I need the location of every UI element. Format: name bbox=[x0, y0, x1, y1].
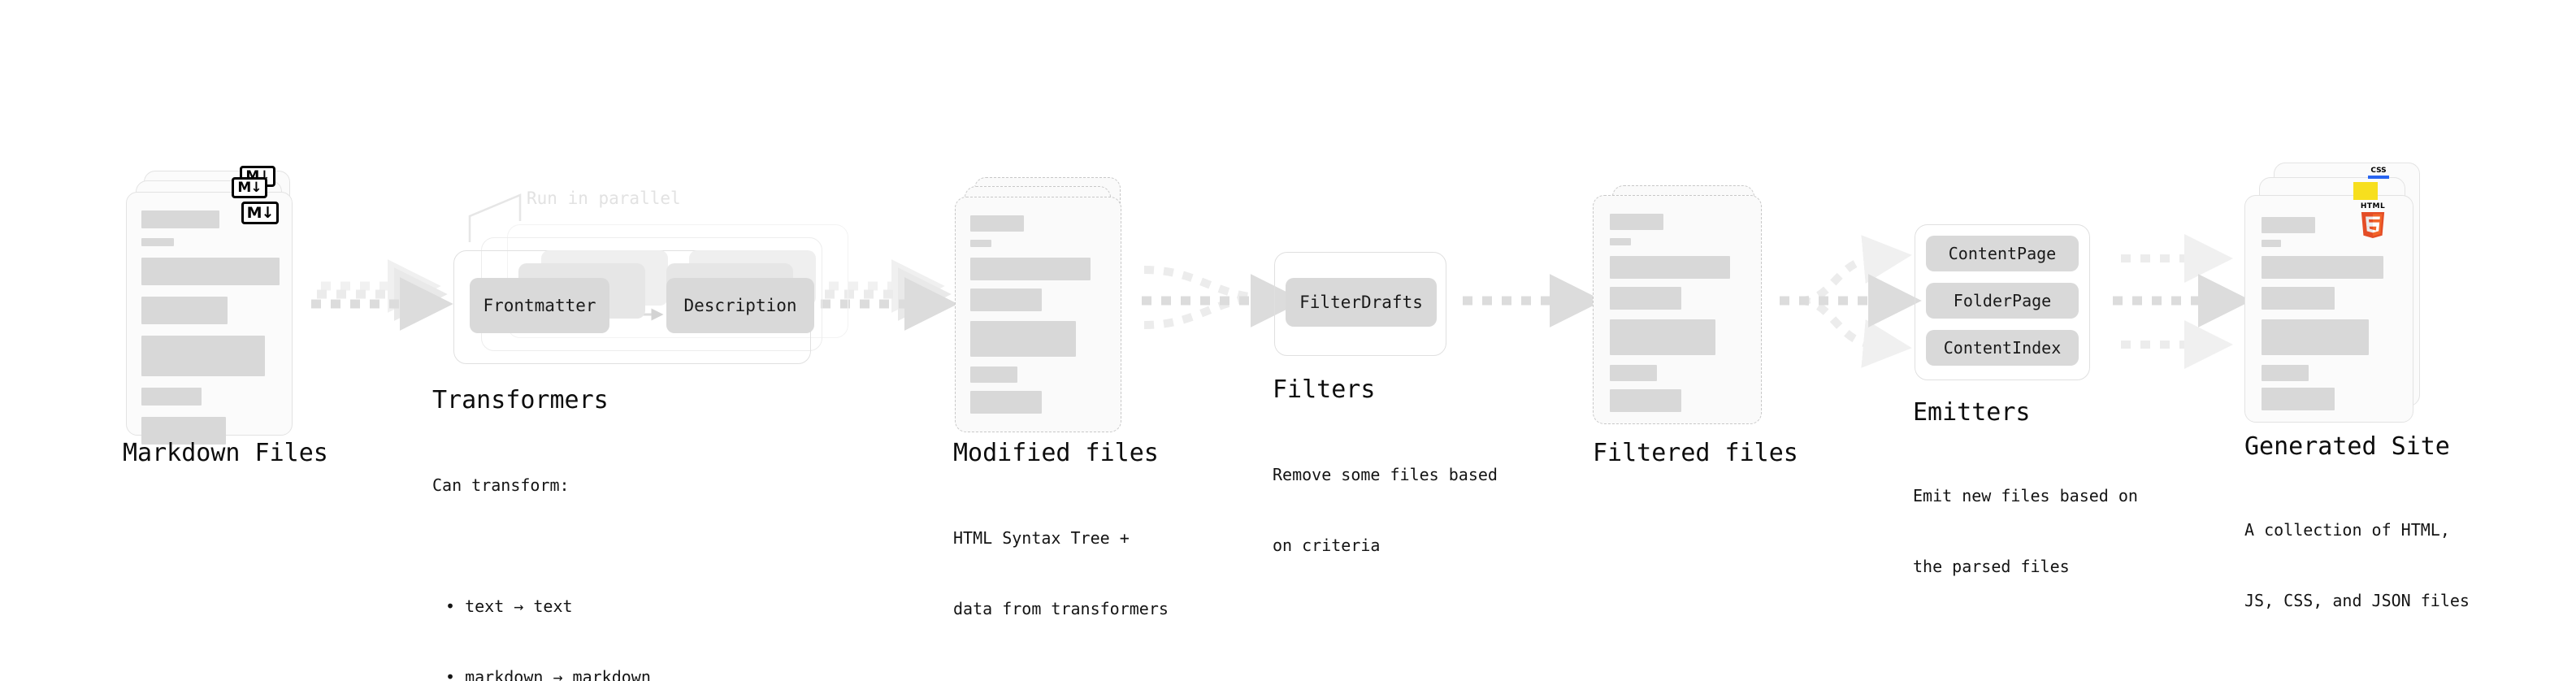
chip-label: Frontmatter bbox=[483, 296, 596, 315]
stage-modified-files: Modified files HTML Syntax Tree + data f… bbox=[953, 177, 1169, 618]
stage-title-modified-files: Modified files bbox=[953, 439, 1159, 467]
stage-title-generated-site: Generated Site bbox=[2244, 432, 2450, 461]
description-line: Remove some files based bbox=[1273, 465, 1498, 484]
skeleton-bar bbox=[970, 321, 1076, 357]
description-line: on criteria bbox=[1273, 536, 1381, 555]
markdown-icon: M↓ bbox=[241, 202, 279, 224]
modified-files-description: HTML Syntax Tree + data from transformer… bbox=[953, 479, 1169, 668]
skeleton-bar bbox=[1610, 319, 1715, 355]
filtered-card-front bbox=[1593, 195, 1762, 424]
skeleton-bar bbox=[141, 238, 174, 246]
markdown-icon-label: M↓ bbox=[246, 203, 275, 222]
skeleton-bar bbox=[2262, 256, 2383, 279]
description-line: HTML Syntax Tree + bbox=[953, 528, 1130, 548]
transformers-description-lead: Can transform: bbox=[432, 475, 570, 495]
emitter-chip-contentindex[interactable]: ContentIndex bbox=[1926, 330, 2079, 366]
skeleton-bar bbox=[1610, 287, 1681, 310]
description-line: the parsed files bbox=[1913, 557, 2070, 576]
skeleton-bar bbox=[2262, 388, 2335, 410]
filtered-card-stack bbox=[1593, 185, 1767, 445]
skeleton-bar bbox=[1610, 365, 1657, 381]
markdown-icon-middle: M↓ bbox=[232, 177, 267, 198]
run-in-parallel-label: Run in parallel bbox=[527, 189, 681, 208]
skeleton-bar bbox=[970, 391, 1042, 414]
skeleton-bar bbox=[970, 288, 1042, 311]
filters-description: Remove some files based on criteria bbox=[1273, 416, 1498, 605]
emitter-chip-folderpage[interactable]: FolderPage bbox=[1926, 283, 2079, 319]
modified-card-front bbox=[955, 197, 1121, 432]
arrow-emitters-to-site bbox=[2113, 234, 2252, 369]
arrow-markdown-to-transformers bbox=[311, 259, 453, 331]
stage-title-filtered-files: Filtered files bbox=[1593, 439, 1798, 467]
generated-card-stack: CSS HTML bbox=[2244, 163, 2431, 423]
css3-icon-label: CSS bbox=[2370, 167, 2387, 175]
list-item: • text → text bbox=[445, 596, 573, 616]
generated-card-front bbox=[2244, 195, 2413, 423]
emitter-chip-contentpage[interactable]: ContentPage bbox=[1926, 236, 2079, 271]
skeleton-bar bbox=[141, 336, 265, 376]
skeleton-bar bbox=[970, 240, 991, 247]
skeleton-bar bbox=[2262, 240, 2281, 247]
stage-filtered-files: Filtered files bbox=[1593, 185, 1798, 467]
css3-icon: CSS bbox=[2368, 167, 2389, 179]
stage-title-emitters: Emitters bbox=[1913, 398, 2031, 427]
skeleton-bar bbox=[1610, 256, 1730, 279]
html5-icon: HTML bbox=[2360, 203, 2386, 240]
filters-group-box bbox=[1274, 252, 1446, 356]
markdown-card-stack: M↓ M↓ M↓ bbox=[126, 166, 301, 445]
stage-generated-site: CSS HTML Generated Site A collecti bbox=[2244, 163, 2470, 610]
skeleton-bar bbox=[970, 215, 1024, 232]
description-line: JS, CSS, and JSON files bbox=[2244, 591, 2470, 610]
transformers-bullet-list: • text → text • markdown → markdown • ht… bbox=[445, 548, 651, 681]
stage-title-transformers: Transformers bbox=[432, 386, 609, 414]
html5-icon-wordmark: HTML bbox=[2360, 202, 2386, 210]
js-icon bbox=[2353, 182, 2378, 200]
generated-site-description: A collection of HTML, JS, CSS, and JSON … bbox=[2244, 471, 2470, 660]
filter-chip-filterdrafts[interactable]: FilterDrafts bbox=[1286, 278, 1437, 327]
transformer-chip-description[interactable]: Description bbox=[666, 278, 814, 333]
chip-label: Description bbox=[683, 296, 797, 315]
skeleton-bar bbox=[2262, 217, 2315, 233]
skeleton-bar bbox=[1610, 389, 1681, 412]
modified-card-stack bbox=[955, 177, 1130, 437]
chip-label: ContentPage bbox=[1948, 244, 2057, 263]
markdown-icon-label: M↓ bbox=[237, 179, 262, 196]
transformer-chip-frontmatter[interactable]: Frontmatter bbox=[470, 278, 609, 333]
stage-markdown-files: M↓ M↓ M↓ Markdown Files bbox=[123, 166, 328, 467]
skeleton-bar bbox=[141, 297, 228, 324]
css3-icon-underline bbox=[2368, 176, 2389, 179]
skeleton-bar bbox=[2262, 319, 2369, 355]
description-line: Emit new files based on bbox=[1913, 486, 2138, 505]
skeleton-bar bbox=[141, 258, 280, 285]
stage-title-filters: Filters bbox=[1273, 375, 1376, 404]
stage-title-markdown-files: Markdown Files bbox=[123, 439, 328, 467]
skeleton-bar bbox=[970, 367, 1017, 383]
list-item: • markdown → markdown bbox=[445, 667, 651, 681]
html5-icon-shield bbox=[2361, 212, 2385, 238]
emitters-description: Emit new files based on the parsed files bbox=[1913, 437, 2138, 626]
emitters-group-box bbox=[1915, 224, 2090, 380]
description-line: A collection of HTML, bbox=[2244, 520, 2450, 540]
description-line: data from transformers bbox=[953, 599, 1169, 618]
arrow-filtered-to-emitters bbox=[1780, 235, 1922, 368]
skeleton-bar bbox=[2262, 365, 2309, 381]
chip-label: FilterDrafts bbox=[1299, 293, 1423, 312]
skeleton-bar bbox=[2262, 287, 2335, 310]
skeleton-bar bbox=[141, 388, 202, 406]
skeleton-bar bbox=[141, 210, 219, 228]
chip-label: FolderPage bbox=[1953, 291, 2052, 310]
transformers-description: Can transform: • text → text • markdown … bbox=[432, 427, 651, 681]
skeleton-bar bbox=[970, 258, 1091, 280]
skeleton-bar bbox=[141, 417, 226, 445]
markdown-card-front bbox=[126, 192, 293, 445]
skeleton-bar bbox=[1610, 238, 1631, 245]
arrow-modified-to-filters bbox=[1142, 266, 1304, 329]
chip-label: ContentIndex bbox=[1943, 338, 2062, 358]
skeleton-bar bbox=[1610, 214, 1663, 230]
